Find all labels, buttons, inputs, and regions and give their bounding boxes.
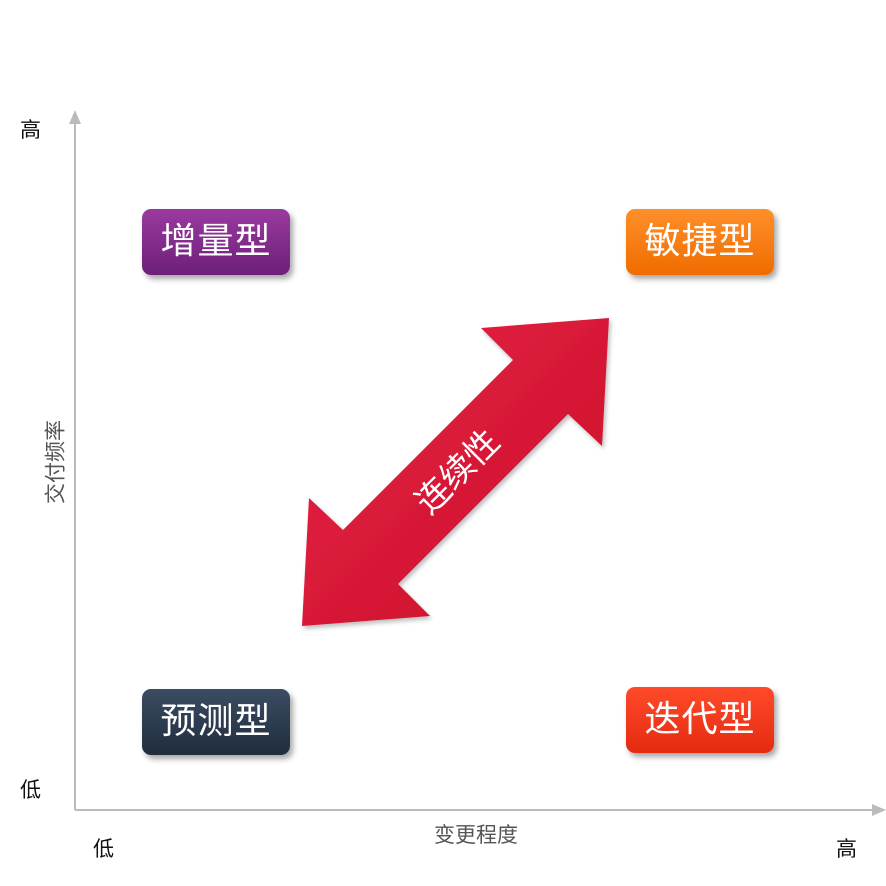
x-axis-title: 变更程度 xyxy=(434,823,518,847)
y-axis-title: 交付频率 xyxy=(43,420,68,504)
iterative-box: 迭代型 xyxy=(626,687,774,753)
predictive-box: 预测型 xyxy=(142,689,290,755)
continuity-arrow xyxy=(302,318,609,626)
y-high-label: 高 xyxy=(20,118,41,142)
x-high-label: 高 xyxy=(836,837,857,861)
x-axis-arrowhead xyxy=(872,804,886,816)
y-low-label: 低 xyxy=(20,778,41,802)
incremental-box: 增量型 xyxy=(142,209,290,275)
y-axis-arrowhead xyxy=(69,110,81,124)
x-low-label: 低 xyxy=(93,837,114,861)
agile-box: 敏捷型 xyxy=(626,209,774,275)
